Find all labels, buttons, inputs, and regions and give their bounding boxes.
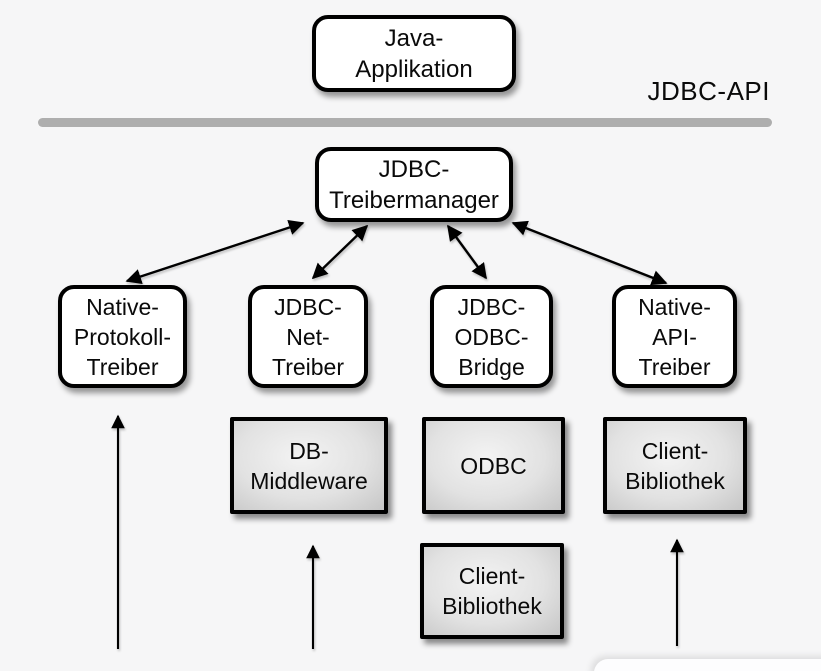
arrow-manager-native-api xyxy=(511,220,668,286)
cutoff-box-bottom-right xyxy=(594,659,821,671)
node-label-line: DB- xyxy=(289,437,329,464)
node-label-line: Treibermanager xyxy=(329,186,499,214)
node-native-protocol-driver: Native- Protokoll- Treiber xyxy=(58,285,187,388)
node-jdbc-net-driver: JDBC- Net- Treiber xyxy=(248,285,368,388)
node-label-line: Client- xyxy=(458,563,526,589)
node-label-line: JDBC- xyxy=(274,293,342,320)
node-label-line: Native- xyxy=(638,293,711,320)
node-label-line: ODBC xyxy=(460,452,527,479)
node-label-line: Native- xyxy=(86,293,159,320)
node-odbc: ODBC xyxy=(422,417,565,514)
node-label-line: Bibliothek xyxy=(442,593,542,619)
node-label-line: Protokoll- xyxy=(73,323,172,350)
arrow-manager-jdbc-net xyxy=(311,224,369,280)
node-label-line: JDBC- xyxy=(457,293,526,320)
node-label-line: Client- xyxy=(641,437,709,464)
arrow-manager-jdbc-odbc xyxy=(447,224,487,280)
node-label-line: Treiber xyxy=(638,353,711,380)
node-label-line: Bridge xyxy=(458,353,525,380)
node-jdbc-odbc-bridge: JDBC- ODBC- Bridge xyxy=(430,285,553,388)
node-label-line: Treiber xyxy=(86,353,159,380)
node-label-line: Java- xyxy=(384,24,444,52)
node-label-line: JDBC- xyxy=(378,155,450,183)
node-client-library-right: Client- Bibliothek xyxy=(603,417,747,514)
node-client-library-bottom: Client- Bibliothek xyxy=(420,543,564,639)
node-label-line: API- xyxy=(652,323,697,350)
node-label-line: Treiber xyxy=(272,353,344,380)
node-java-application: Java- Applikation xyxy=(312,15,516,92)
node-label-line: Bibliothek xyxy=(625,467,725,494)
node-label-line: ODBC- xyxy=(454,323,529,350)
node-jdbc-driver-manager: JDBC- Treibermanager xyxy=(315,147,513,222)
api-separator-line xyxy=(38,118,772,127)
node-db-middleware: DB- Middleware xyxy=(230,417,388,514)
node-label-line: Middleware xyxy=(250,467,368,494)
node-native-api-driver: Native- API- Treiber xyxy=(612,285,737,388)
node-label-line: Net- xyxy=(286,323,330,350)
arrow-manager-native-protocol xyxy=(125,219,305,285)
jdbc-api-label: JDBC-API xyxy=(647,76,770,106)
node-label-line: Applikation xyxy=(355,55,473,83)
